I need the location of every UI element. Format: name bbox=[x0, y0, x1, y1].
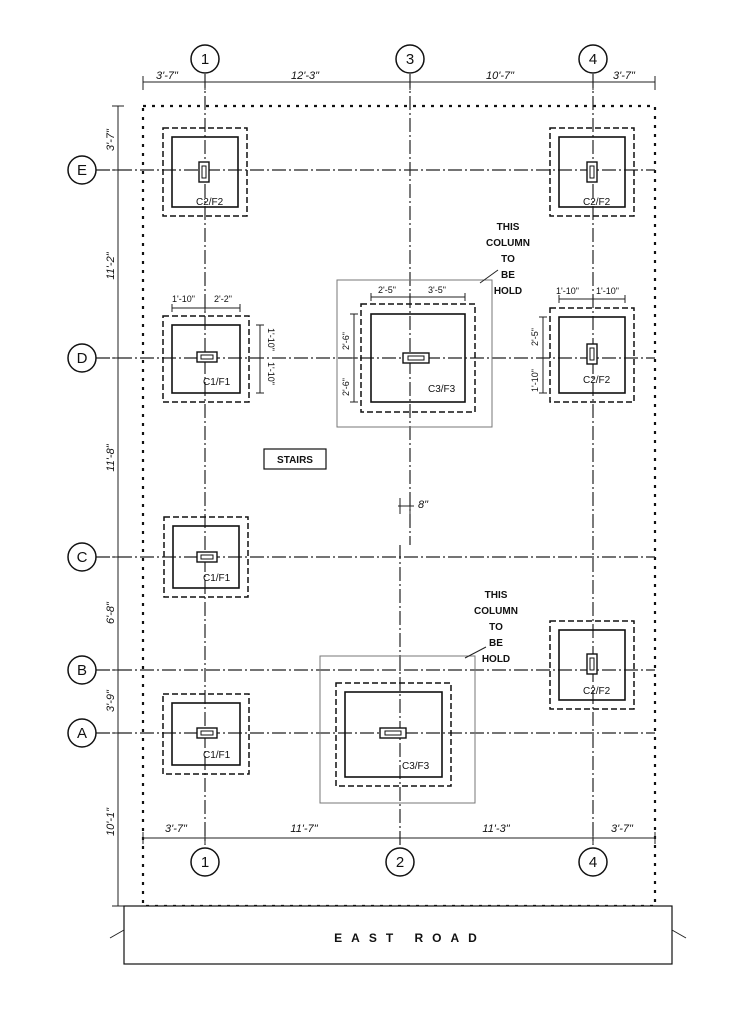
svg-text:BE: BE bbox=[501, 270, 515, 281]
svg-text:COLUMN: COLUMN bbox=[474, 606, 518, 617]
left-dim: 10'-1" bbox=[105, 807, 117, 836]
svg-text:C1/F1: C1/F1 bbox=[203, 750, 231, 761]
footing-d3: C3/F3 2'-5" 3'-5" 2'-6" 2'-6" bbox=[336, 279, 493, 428]
top-dim: 12'-3" bbox=[291, 70, 320, 82]
svg-text:2'-6": 2'-6" bbox=[341, 378, 351, 396]
svg-text:1'-10": 1'-10" bbox=[266, 328, 276, 351]
east-road: EAST ROAD bbox=[109, 905, 687, 965]
svg-text:2'-5": 2'-5" bbox=[378, 285, 396, 295]
svg-text:1'-10": 1'-10" bbox=[530, 369, 540, 392]
grid-bubble-bottom-2: 2 bbox=[385, 847, 415, 877]
grid-bubble-bottom-1: 1 bbox=[190, 847, 220, 877]
svg-text:2'-2": 2'-2" bbox=[214, 294, 232, 304]
left-dim: 3'-9" bbox=[105, 689, 117, 712]
svg-text:HOLD: HOLD bbox=[482, 654, 510, 665]
left-dim: 11'-8" bbox=[105, 443, 117, 471]
grid-bubble-top-3: 3 bbox=[395, 44, 425, 74]
note-column-hold-2: THIS COLUMN TO BE HOLD bbox=[464, 590, 518, 665]
svg-text:THIS: THIS bbox=[497, 222, 520, 233]
grid-bubble-bottom-4: 4 bbox=[578, 847, 608, 877]
svg-text:1'-10": 1'-10" bbox=[266, 362, 276, 385]
svg-text:BE: BE bbox=[489, 638, 503, 649]
svg-text:TO: TO bbox=[501, 254, 515, 265]
svg-text:D: D bbox=[77, 350, 88, 367]
svg-text:4: 4 bbox=[589, 51, 597, 68]
bottom-dim: 3'-7" bbox=[611, 823, 634, 835]
svg-text:C2/F2: C2/F2 bbox=[196, 197, 224, 208]
svg-text:1: 1 bbox=[201, 51, 209, 68]
svg-text:C: C bbox=[77, 549, 88, 566]
grid-bubble-left-E: E bbox=[67, 155, 97, 185]
svg-text:C2/F2: C2/F2 bbox=[583, 686, 611, 697]
footing-e1: C2/F2 bbox=[162, 127, 248, 217]
svg-text:1: 1 bbox=[201, 854, 209, 871]
svg-text:C1/F1: C1/F1 bbox=[203, 377, 231, 388]
svg-text:4: 4 bbox=[589, 854, 597, 871]
svg-text:2'-5": 2'-5" bbox=[530, 328, 540, 346]
grid-bubble-left-D: D bbox=[67, 343, 97, 373]
left-dim: 3'-7" bbox=[105, 128, 117, 151]
svg-text:C2/F2: C2/F2 bbox=[583, 197, 611, 208]
svg-text:3'-5": 3'-5" bbox=[428, 285, 446, 295]
svg-text:3: 3 bbox=[406, 51, 414, 68]
grid-lines bbox=[96, 74, 655, 845]
svg-text:C1/F1: C1/F1 bbox=[203, 573, 231, 584]
grid-bubble-top-4: 4 bbox=[578, 44, 608, 74]
footing-d1: C1/F1 1'-10" 2'-2" 1'-10" 1'-10" bbox=[162, 294, 276, 403]
svg-text:8": 8" bbox=[418, 499, 429, 511]
footing-c1: C1/F1 bbox=[163, 516, 249, 598]
grid-bubble-left-A: A bbox=[67, 718, 97, 748]
svg-text:1'-10": 1'-10" bbox=[556, 286, 579, 296]
grid-bubble-left-C: C bbox=[67, 542, 97, 572]
svg-text:2: 2 bbox=[396, 854, 404, 871]
offset-dim: 8" bbox=[398, 498, 429, 514]
svg-text:COLUMN: COLUMN bbox=[486, 238, 530, 249]
svg-text:C3/F3: C3/F3 bbox=[428, 384, 456, 395]
stairs-label: STAIRS bbox=[263, 448, 327, 470]
svg-text:1'-10": 1'-10" bbox=[596, 286, 619, 296]
svg-text:B: B bbox=[77, 662, 87, 679]
grid-bubble-top-1: 1 bbox=[190, 44, 220, 74]
note-column-hold-1: THIS COLUMN TO BE HOLD bbox=[479, 222, 530, 297]
svg-text:C3/F3: C3/F3 bbox=[402, 761, 430, 772]
footing-e4: C2/F2 bbox=[549, 127, 635, 217]
left-dim: 6'-8" bbox=[105, 601, 117, 624]
svg-text:2'-6": 2'-6" bbox=[341, 332, 351, 350]
svg-text:1'-10": 1'-10" bbox=[172, 294, 195, 304]
left-dim: 11'-2" bbox=[105, 251, 117, 279]
svg-text:TO: TO bbox=[489, 622, 503, 633]
bottom-dim: 3'-7" bbox=[165, 823, 188, 835]
svg-text:STAIRS: STAIRS bbox=[277, 455, 313, 466]
top-dim: 3'-7" bbox=[613, 70, 636, 82]
footing-d4: C2/F2 1'-10" 1'-10" 2'-5" 1'-10" bbox=[530, 286, 635, 403]
footing-a1: C1/F1 bbox=[162, 693, 250, 775]
svg-text:E: E bbox=[77, 162, 87, 179]
footing-a2: C3/F3 bbox=[319, 655, 476, 804]
top-dim: 3'-7" bbox=[156, 70, 179, 82]
svg-text:THIS: THIS bbox=[485, 590, 508, 601]
bottom-dim: 11'-3" bbox=[482, 823, 510, 835]
grid-bubble-left-B: B bbox=[67, 655, 97, 685]
svg-text:A: A bbox=[77, 725, 87, 742]
svg-text:EAST ROAD: EAST ROAD bbox=[334, 931, 486, 945]
bottom-dim: 11'-7" bbox=[290, 823, 318, 835]
footing-b4: C2/F2 bbox=[549, 620, 635, 710]
svg-text:C2/F2: C2/F2 bbox=[583, 375, 611, 386]
svg-text:HOLD: HOLD bbox=[494, 286, 522, 297]
top-dim: 10'-7" bbox=[486, 70, 515, 82]
